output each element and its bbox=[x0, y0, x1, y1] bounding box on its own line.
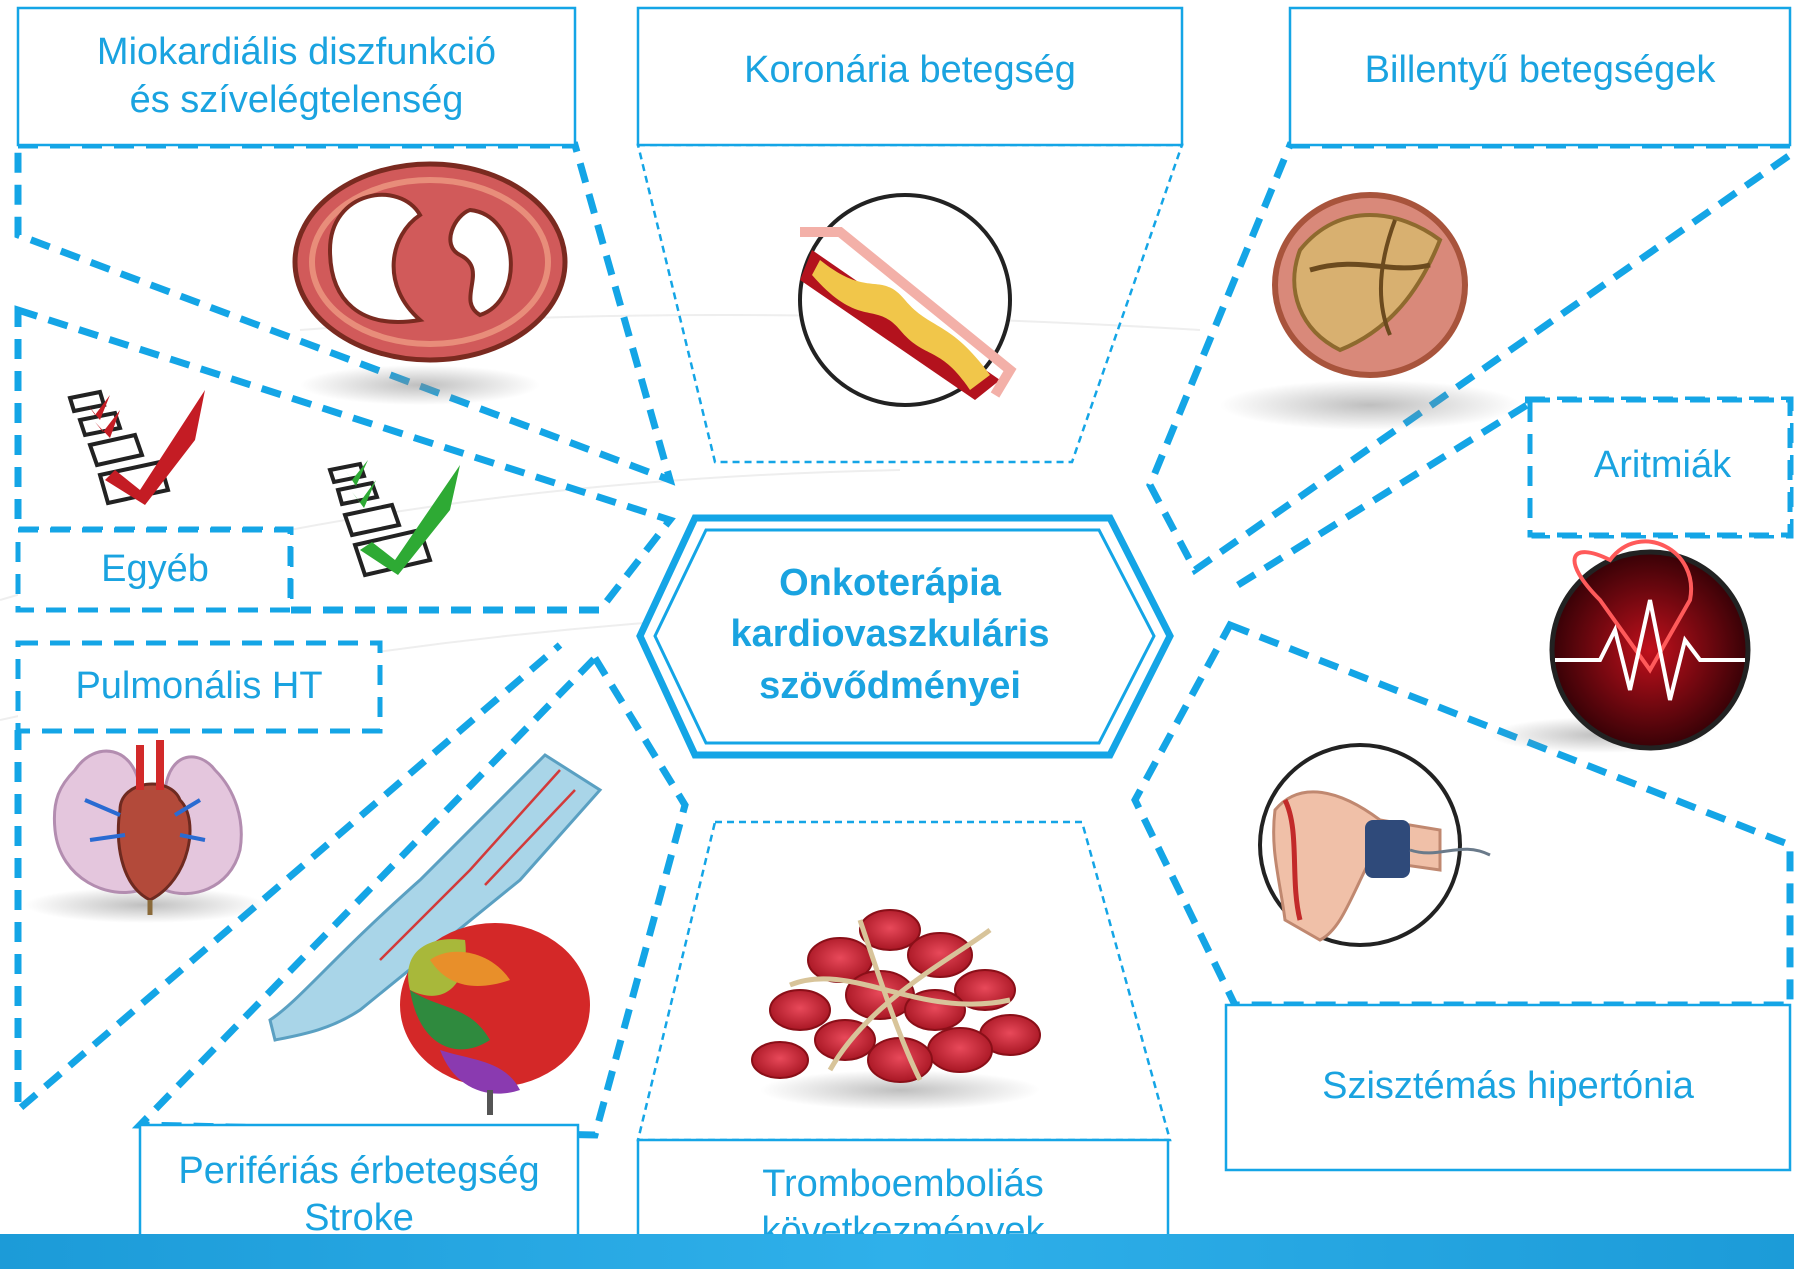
label-myocardial: Miokardiális diszfunkció és szívelégtele… bbox=[26, 16, 567, 137]
label-valve: Billentyű betegségek bbox=[1298, 16, 1782, 126]
stenotic-artery-icon bbox=[800, 195, 1010, 405]
lungs-heart-icon bbox=[25, 740, 265, 923]
center-title-line2: kardiovaszkuláris bbox=[731, 609, 1050, 660]
label-thrombo-line1: Tromboemboliás bbox=[762, 1161, 1044, 1209]
bottom-accent-bar bbox=[0, 1234, 1794, 1269]
label-other: Egyéb bbox=[26, 537, 284, 603]
blood-clot-icon bbox=[752, 910, 1040, 1110]
heart-cross-section-icon bbox=[295, 164, 565, 405]
label-systemic: Szisztémás hipertónia bbox=[1234, 1012, 1782, 1162]
label-pulmonary: Pulmonális HT bbox=[26, 650, 372, 724]
label-myocardial-line1: Miokardiális diszfunkció bbox=[97, 29, 496, 77]
leg-vessels-brain-icon bbox=[270, 755, 600, 1115]
label-peripheral-line1: Perifériás érbetegség bbox=[178, 1148, 539, 1196]
blood-pressure-cuff-icon bbox=[1260, 745, 1490, 945]
label-myocardial-line2: és szívelégtelenség bbox=[130, 77, 464, 125]
diseased-valve-icon bbox=[1220, 195, 1520, 430]
label-coronary: Koronária betegség bbox=[646, 16, 1174, 126]
ecg-heart-icon bbox=[1490, 541, 1748, 753]
label-arrhythmia: Aritmiák bbox=[1540, 410, 1785, 522]
center-title: Onkoterápia kardiovaszkuláris szövődmény… bbox=[700, 545, 1080, 725]
center-title-line3: szövődményei bbox=[759, 661, 1021, 712]
center-title-line1: Onkoterápia bbox=[779, 558, 1001, 609]
